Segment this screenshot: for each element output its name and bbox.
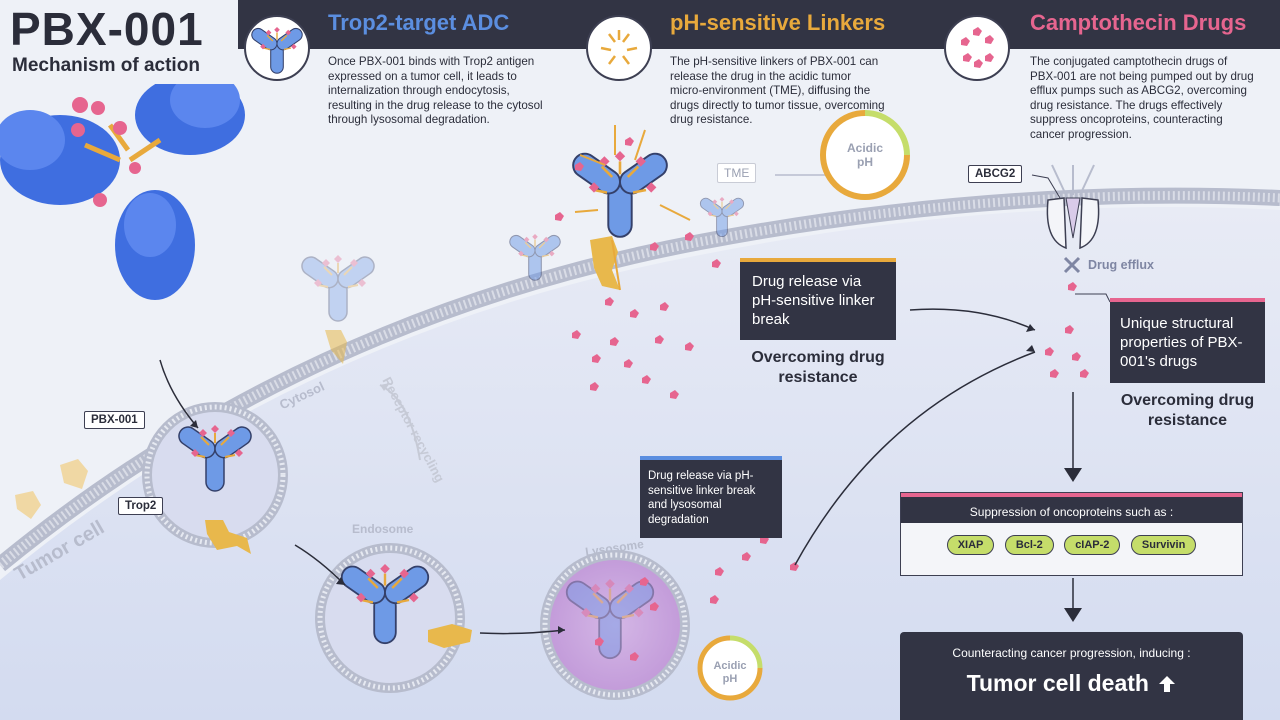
oncoprotein-xiap: XIAP bbox=[946, 535, 995, 555]
endosome-label: Endosome bbox=[352, 522, 414, 536]
acidic-ph-top-label: Acidic pH bbox=[846, 141, 883, 169]
oncoprotein-list: XIAP Bcl-2 cIAP-2 Survivin bbox=[901, 535, 1242, 555]
trop2-receptor bbox=[205, 520, 251, 554]
acidic-ph-bottom-label: Acidic pH bbox=[713, 660, 747, 685]
page-title: PBX-001 bbox=[10, 3, 204, 55]
trop2-label: Trop2 bbox=[118, 497, 164, 515]
oncoprotein-bcl2: Bcl-2 bbox=[1004, 535, 1054, 555]
oncoprotein-ciap2: cIAP-2 bbox=[1064, 535, 1121, 555]
suppression-title: Suppression of oncoproteins such as : bbox=[901, 493, 1242, 523]
pbx001-label: PBX-001 bbox=[84, 411, 145, 429]
release-lysosomal-box: Drug release via pH-sensitive linker bre… bbox=[640, 456, 782, 538]
section-title-drugs: Camptothecin Drugs bbox=[1030, 10, 1247, 35]
drug-icon bbox=[944, 15, 1010, 81]
tme-label: TME bbox=[717, 163, 757, 183]
tumor-cell-death-text: Tumor cell death bbox=[966, 670, 1149, 696]
unique-properties-box: Unique structural properties of PBX-001'… bbox=[1110, 298, 1265, 383]
antibody-3d-model bbox=[0, 72, 245, 300]
overcoming-resistance-1: Overcoming drug resistance bbox=[751, 349, 885, 386]
overcoming-resistance-2: Overcoming drug resistance bbox=[1120, 392, 1255, 429]
release-linker-box: Drug release via pH-sensitive linker bre… bbox=[740, 258, 896, 340]
section-text-drugs: The conjugated camptothecin drugs of PBX… bbox=[1030, 55, 1254, 141]
counteract-title: Counteracting cancer progression, induci… bbox=[952, 646, 1191, 660]
linker-icon bbox=[586, 15, 652, 81]
efflux-blocked-x bbox=[1063, 256, 1081, 274]
abcg2-transporter bbox=[1046, 164, 1100, 250]
section-text-linker: The pH-sensitive linkers of PBX-001 can … bbox=[670, 55, 885, 126]
section-title-adc: Trop2-target ADC bbox=[328, 10, 510, 35]
up-arrow-icon bbox=[1159, 676, 1176, 692]
section-text-adc: Once PBX-001 binds with Trop2 antigen ex… bbox=[328, 55, 543, 126]
title-panel: PBX-001 Mechanism of action bbox=[0, 0, 238, 84]
section-title-linker: pH-sensitive Linkers bbox=[670, 10, 886, 35]
abcg2-label: ABCG2 bbox=[968, 165, 1023, 183]
adc-icon bbox=[244, 15, 310, 81]
death-line: Tumor cell death bbox=[900, 670, 1243, 697]
outcome-panel: Counteracting cancer progression, induci… bbox=[900, 632, 1243, 720]
suppression-panel: Suppression of oncoproteins such as : XI… bbox=[900, 492, 1243, 576]
drug-efflux-label: Drug efflux bbox=[1088, 258, 1154, 272]
page-subtitle: Mechanism of action bbox=[12, 55, 200, 76]
oncoprotein-survivin: Survivin bbox=[1130, 535, 1197, 555]
